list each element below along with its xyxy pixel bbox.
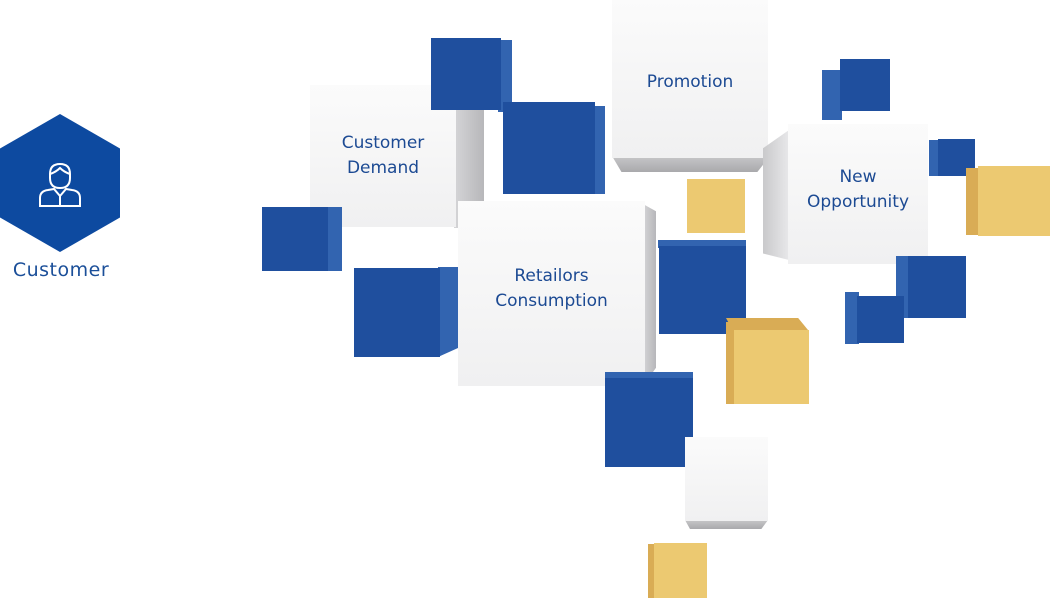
cube-side [822,70,842,120]
person-icon [39,162,81,207]
card-bottom [685,520,768,529]
retailors-consumption-block: Retailors Consumption [458,201,645,386]
card-side [763,130,789,260]
new-opportunity-block: New Opportunity [788,124,928,264]
cube [431,38,501,110]
cube-side [594,106,605,194]
promotion-line1: Promotion [646,72,734,92]
cube [262,207,328,271]
cube [354,268,440,357]
cube-side [438,267,458,357]
customer-hexagon [0,114,120,252]
cube-top [726,318,808,330]
customer-label: Customer [12,259,110,281]
cube [908,256,966,318]
cube-side [498,40,512,112]
promotion-block: Promotion [612,0,768,158]
cube-top [658,240,746,248]
cube [605,378,693,467]
customer-demand-line1: Customer [341,133,425,153]
cube [687,179,745,233]
card-side [643,204,656,386]
cube [840,59,890,111]
empty-white-block [685,437,768,521]
cube [734,330,809,404]
new-opportunity-line1: New [839,167,877,187]
cube-top [605,372,693,380]
cube-side [726,322,736,404]
cube [654,543,707,598]
cube-side [966,168,980,235]
retailors-consumption-line1: Retailors [514,265,589,286]
cube-side [326,207,342,271]
cube [978,166,1050,236]
customer-demand-line2: Demand [346,158,420,178]
new-opportunity-line2: Opportunity [806,192,910,212]
cube-side [648,544,656,598]
cube [857,296,904,343]
card-bottom [612,156,770,172]
cube [503,102,595,194]
cube-side [845,292,859,344]
retailors-consumption-line2: Consumption [495,290,608,311]
